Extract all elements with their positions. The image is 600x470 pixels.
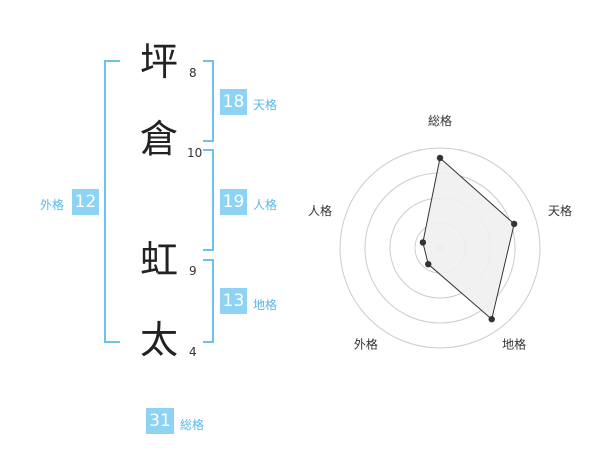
- radar-point-4: [425, 260, 432, 268]
- radar-axis-label: 天格: [548, 203, 572, 218]
- name-char-1: 坪: [139, 40, 178, 84]
- gaikaku-value: 12: [72, 189, 99, 215]
- tenkaku-label: 天格: [253, 98, 278, 112]
- radar-axis-label: 人格: [308, 203, 332, 218]
- name-char-3: 虹: [139, 238, 178, 282]
- soukaku-value: 31: [146, 408, 174, 434]
- gaikaku-label: 外格: [40, 198, 65, 212]
- stroke-count-2: 10: [187, 146, 203, 160]
- stroke-count-3: 9: [189, 264, 197, 278]
- jinkaku-value: 19: [220, 189, 247, 215]
- name-char-2: 倉: [139, 117, 178, 161]
- radar-point-1: [436, 154, 444, 162]
- chikaku-value: 13: [220, 288, 247, 314]
- radar-axis-label: 外格: [354, 336, 378, 351]
- radar-data-area: [422, 157, 515, 321]
- stroke-count-1: 8: [189, 66, 197, 80]
- jinkaku-bracket: [203, 149, 214, 251]
- soukaku-label: 総格: [180, 418, 205, 432]
- radar-axis-label: 地格: [502, 336, 526, 351]
- chikaku-label: 地格: [253, 298, 278, 312]
- tenkaku-value: 18: [220, 89, 247, 115]
- chikaku-bracket: [203, 259, 214, 343]
- tenkaku-bracket: [203, 60, 214, 142]
- gaikaku-bracket: [104, 60, 120, 343]
- radar-axis-label: 総格: [428, 113, 452, 128]
- jinkaku-label: 人格: [253, 198, 278, 212]
- radar-grid-ring: [339, 147, 541, 349]
- radar-point-5: [419, 239, 427, 246]
- name-char-4: 太: [139, 318, 178, 362]
- radar-point-2: [510, 220, 518, 228]
- stroke-count-4: 4: [189, 345, 197, 359]
- radar-point-3: [488, 315, 495, 323]
